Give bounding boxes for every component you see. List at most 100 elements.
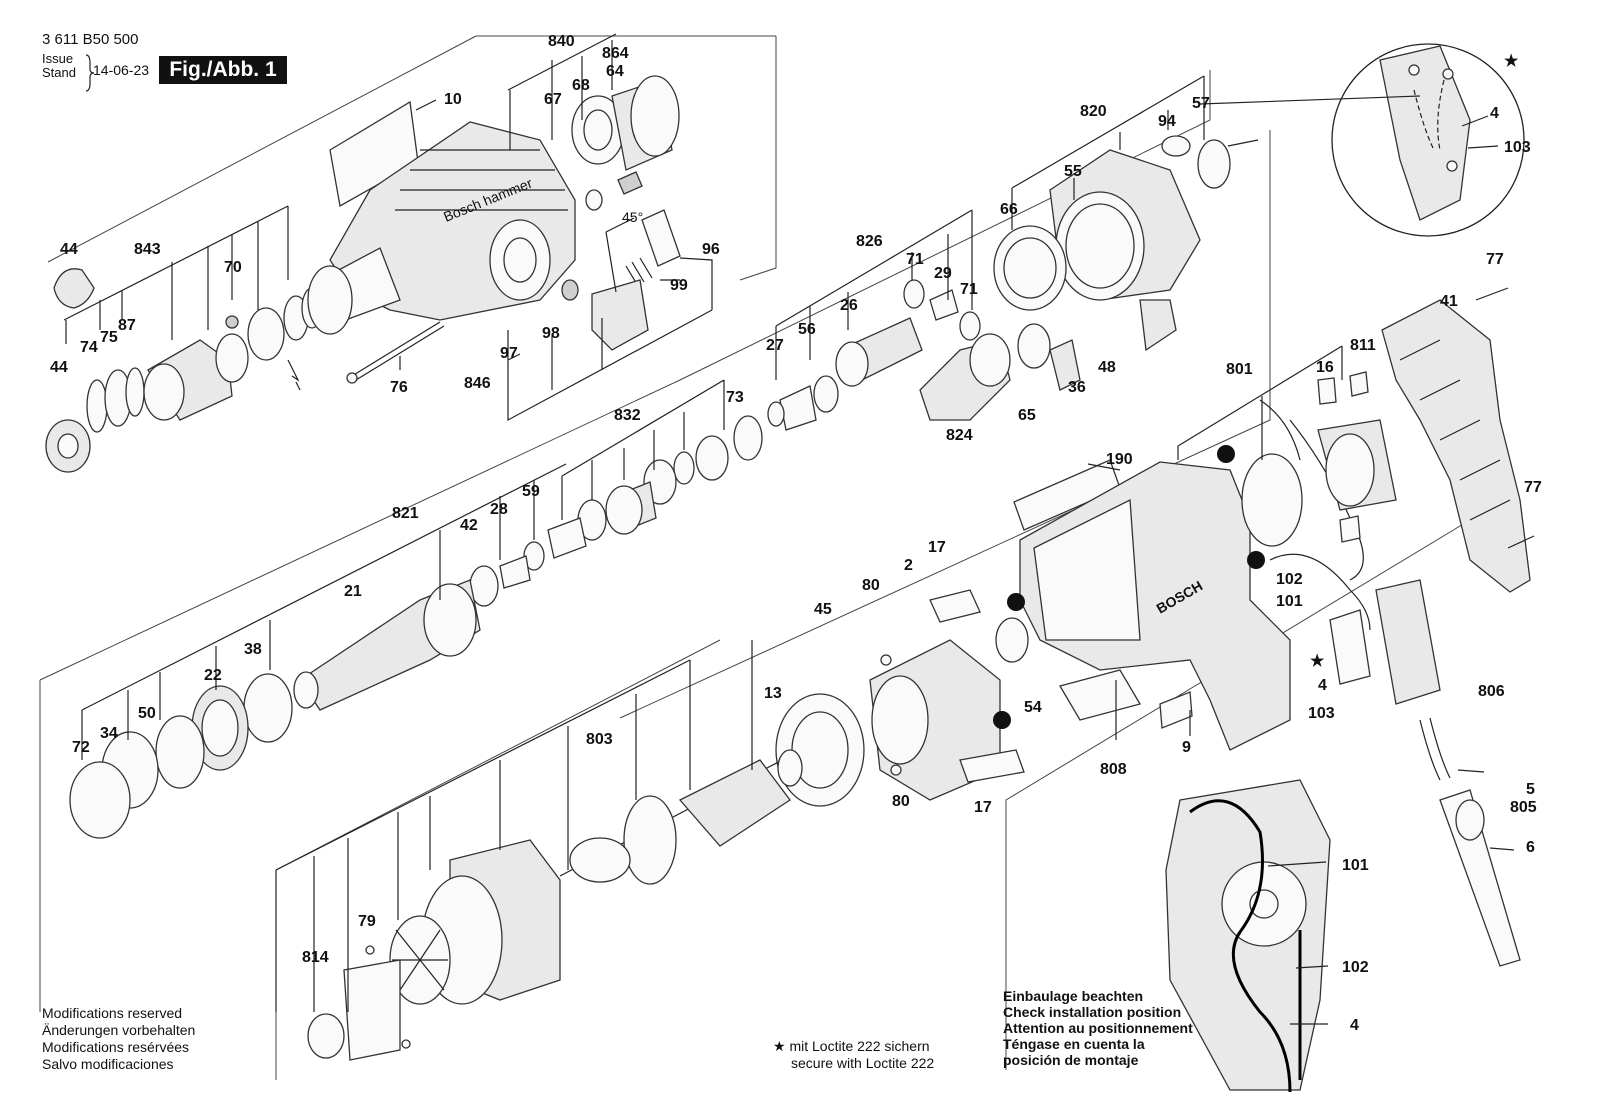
part-number-102-b: 102 bbox=[1342, 959, 1369, 976]
part-79-screw bbox=[365, 945, 375, 955]
part-number-66: 66 bbox=[1000, 201, 1018, 218]
part-number-103-inset: 103 bbox=[1504, 139, 1531, 156]
part-77-screw-bottom bbox=[1507, 535, 1535, 549]
part-17-terminal-b bbox=[959, 749, 1025, 783]
part-number-821: 821 bbox=[392, 505, 419, 522]
switch-and-cord bbox=[1329, 579, 1521, 967]
part-number-803: 803 bbox=[586, 731, 613, 748]
install-position-note: Einbaulage beachten Check installation p… bbox=[1003, 988, 1193, 1068]
armature-803 bbox=[559, 749, 803, 885]
part-13-bearing bbox=[777, 749, 803, 787]
part-number-101-a: 101 bbox=[1276, 593, 1303, 610]
part-number-29: 29 bbox=[934, 265, 952, 282]
part-number-94: 94 bbox=[1158, 113, 1176, 130]
part-number-808: 808 bbox=[1100, 761, 1127, 778]
part-number-96: 96 bbox=[702, 241, 720, 258]
flange-820 bbox=[993, 135, 1231, 352]
part-number-45: 45 bbox=[814, 601, 832, 618]
part-number-48: 48 bbox=[1098, 359, 1116, 376]
part-50-ring bbox=[155, 715, 205, 789]
connection-markers: a b a b ★ ★ bbox=[993, 53, 1519, 729]
part-76-screw bbox=[351, 321, 441, 377]
part-56-oring bbox=[813, 375, 839, 413]
part-number-820: 820 bbox=[1080, 103, 1107, 120]
part-number-73: 73 bbox=[726, 389, 744, 406]
part-number-55: 55 bbox=[1064, 163, 1082, 180]
part-96-spring bbox=[641, 209, 681, 267]
part-number-56: 56 bbox=[798, 321, 816, 338]
part-number-2: 2 bbox=[904, 557, 913, 574]
part-number-87: 87 bbox=[118, 317, 136, 334]
part-number-4-switch: 4 bbox=[1318, 677, 1327, 694]
mod-line-1: Modifications reserved bbox=[42, 1005, 183, 1021]
part-number-805: 805 bbox=[1510, 799, 1537, 816]
part-number-16: 16 bbox=[1316, 359, 1334, 376]
part-number-190: 190 bbox=[1106, 451, 1133, 468]
part-73-circlip bbox=[733, 415, 763, 461]
loctite-star: ★ bbox=[773, 1038, 786, 1054]
install-line-3: Attention au positionnement bbox=[1003, 1020, 1193, 1036]
part-number-5: 5 bbox=[1526, 781, 1535, 798]
part-number-80-bottom: 80 bbox=[892, 793, 910, 810]
part-4-switch bbox=[1329, 609, 1371, 685]
part-number-4-wiring: 4 bbox=[1350, 1017, 1359, 1034]
selector-knob: 45° bbox=[591, 209, 681, 351]
detail-inset-wiring bbox=[1165, 779, 1331, 1093]
part-number-41: 41 bbox=[1440, 293, 1458, 310]
part-16-brush bbox=[1317, 377, 1337, 405]
part-29-pin bbox=[929, 289, 959, 321]
part-number-806: 806 bbox=[1478, 683, 1505, 700]
part-77-screw-top bbox=[1475, 287, 1509, 301]
figure-badge: Fig./Abb. 1 bbox=[159, 56, 287, 84]
part-number-54: 54 bbox=[1024, 699, 1042, 716]
install-line-1: Einbaulage beachten bbox=[1003, 988, 1144, 1004]
loctite-line-2: secure with Loctite 222 bbox=[791, 1055, 935, 1071]
part-number-34: 34 bbox=[100, 725, 118, 742]
part-28-ring bbox=[499, 555, 531, 589]
part-59-sleeve bbox=[547, 517, 587, 559]
part-number-77-top: 77 bbox=[1486, 251, 1504, 268]
part-number-843: 843 bbox=[134, 241, 161, 258]
part-number-811: 811 bbox=[1350, 337, 1376, 354]
spindle-group bbox=[69, 415, 763, 839]
marker-a-top bbox=[1217, 445, 1235, 463]
part-27-striker bbox=[779, 385, 817, 431]
star-marker-inset: ★ bbox=[1504, 53, 1519, 70]
part-number-99: 99 bbox=[670, 277, 688, 294]
part-number-13: 13 bbox=[764, 685, 782, 702]
part-811-brush bbox=[1349, 371, 1369, 397]
part-number-102-a: 102 bbox=[1276, 571, 1303, 588]
loctite-line-1: mit Loctite 222 sichern bbox=[789, 1038, 930, 1054]
part-54-bush bbox=[995, 617, 1029, 663]
part-38-clutch bbox=[243, 673, 293, 743]
part-48-lever bbox=[1139, 299, 1177, 352]
part-99-knob bbox=[591, 279, 649, 351]
install-line-2: Check installation position bbox=[1003, 1004, 1182, 1020]
angle-45: 45° bbox=[622, 209, 643, 225]
part-number-4-inset: 4 bbox=[1490, 105, 1499, 122]
part-number-36: 36 bbox=[1068, 379, 1086, 396]
part-803-armature bbox=[678, 759, 791, 847]
part-44-clip bbox=[53, 268, 95, 309]
part-number-38: 38 bbox=[244, 641, 262, 658]
part-80-screw-a bbox=[880, 654, 892, 666]
bearing-68-64 bbox=[571, 75, 680, 195]
install-line-4: Téngase en cuenta la bbox=[1003, 1036, 1145, 1052]
part-number-832: 832 bbox=[614, 407, 641, 424]
part-number-68: 68 bbox=[572, 77, 590, 94]
part-number-98: 98 bbox=[542, 325, 560, 342]
part-number-72: 72 bbox=[72, 739, 90, 756]
part-number-80-top: 80 bbox=[862, 577, 880, 594]
issue-label: Issue bbox=[42, 51, 74, 66]
part-number-76: 76 bbox=[390, 379, 408, 396]
loctite-note: ★ mit Loctite 222 sichern secure with Lo… bbox=[773, 1038, 934, 1072]
part-number-103-switch: 103 bbox=[1308, 705, 1335, 722]
part-number-77-bottom: 77 bbox=[1524, 479, 1542, 496]
part-17-terminal-a bbox=[929, 589, 981, 623]
issue-stand-label: Issue Stand bbox=[42, 52, 76, 80]
part-number-28: 28 bbox=[490, 501, 508, 518]
part-number-79: 79 bbox=[358, 913, 376, 930]
mod-line-2: Änderungen vorbehalten bbox=[42, 1022, 196, 1038]
